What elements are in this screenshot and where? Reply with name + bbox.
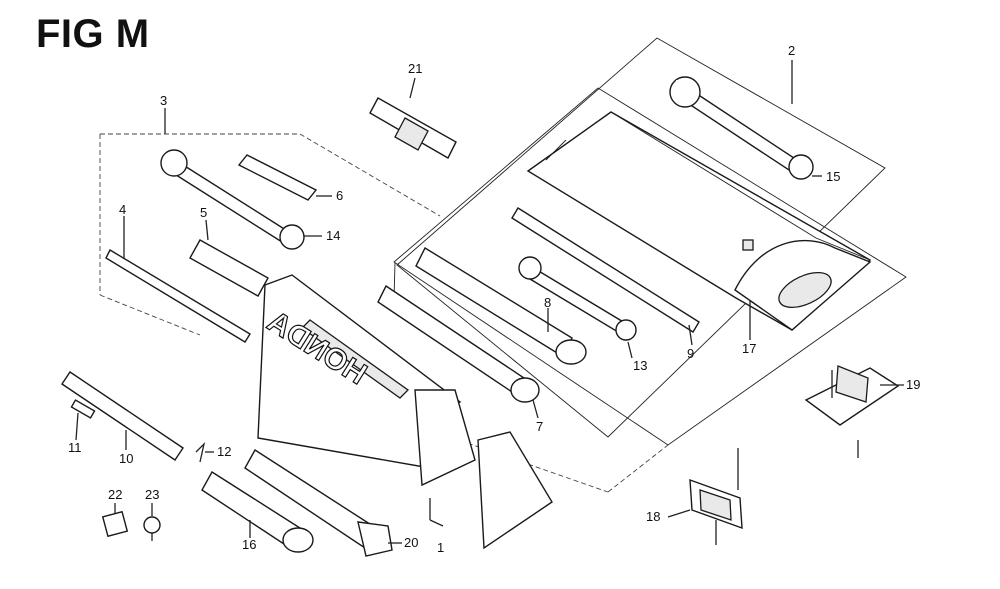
wrench-15	[669, 76, 822, 180]
callout-5: 5	[200, 205, 208, 220]
callout-19: 19	[906, 377, 921, 392]
figure-title: FIG M	[36, 12, 150, 56]
wrench-13	[518, 256, 637, 359]
clip-12	[195, 441, 214, 463]
callout-2: 2	[788, 43, 796, 58]
callout-9: 9	[687, 346, 695, 361]
tool-pouch	[526, 111, 872, 340]
screwdriver-5	[189, 219, 269, 297]
callout-4: 4	[119, 202, 127, 217]
callout-10: 10	[119, 451, 134, 466]
box-wrench-7	[377, 284, 540, 419]
callout-12: 12	[217, 444, 232, 459]
callout-21: 21	[408, 61, 423, 76]
nut-22	[101, 503, 129, 538]
wrench-14	[160, 149, 322, 250]
callout-22: 22	[108, 487, 123, 502]
box-wrench-20	[244, 449, 402, 557]
callout-8: 8	[544, 295, 552, 310]
mount-19	[804, 365, 904, 458]
callout-6: 6	[336, 188, 344, 203]
bolt-23	[143, 503, 161, 541]
pin-11	[70, 399, 96, 441]
callout-17: 17	[742, 341, 757, 356]
screwdriver-shaft-4	[105, 216, 251, 343]
toolset-outline	[99, 108, 441, 336]
callout-15: 15	[826, 169, 841, 184]
callout-7: 7	[536, 419, 544, 434]
callout-18: 18	[646, 509, 661, 524]
callout-16: 16	[242, 537, 257, 552]
callout-20: 20	[404, 535, 419, 550]
tool-bag-outline	[393, 37, 907, 493]
tool-case-1: HONDA	[257, 274, 553, 550]
box-wrench-8	[415, 247, 587, 365]
callout-1: 1	[437, 540, 445, 555]
callout-14: 14	[326, 228, 341, 243]
callout-3: 3	[160, 93, 168, 108]
mount-18	[667, 448, 743, 545]
screwdriver-blade-6	[237, 154, 332, 201]
callout-13: 13	[633, 358, 648, 373]
spark-plug-21	[369, 77, 457, 159]
callout-11: 11	[68, 440, 82, 455]
callout-23: 23	[145, 487, 160, 502]
box-wrench-16	[201, 471, 314, 553]
rod-10	[61, 371, 184, 461]
handle-rod-9	[511, 207, 700, 346]
